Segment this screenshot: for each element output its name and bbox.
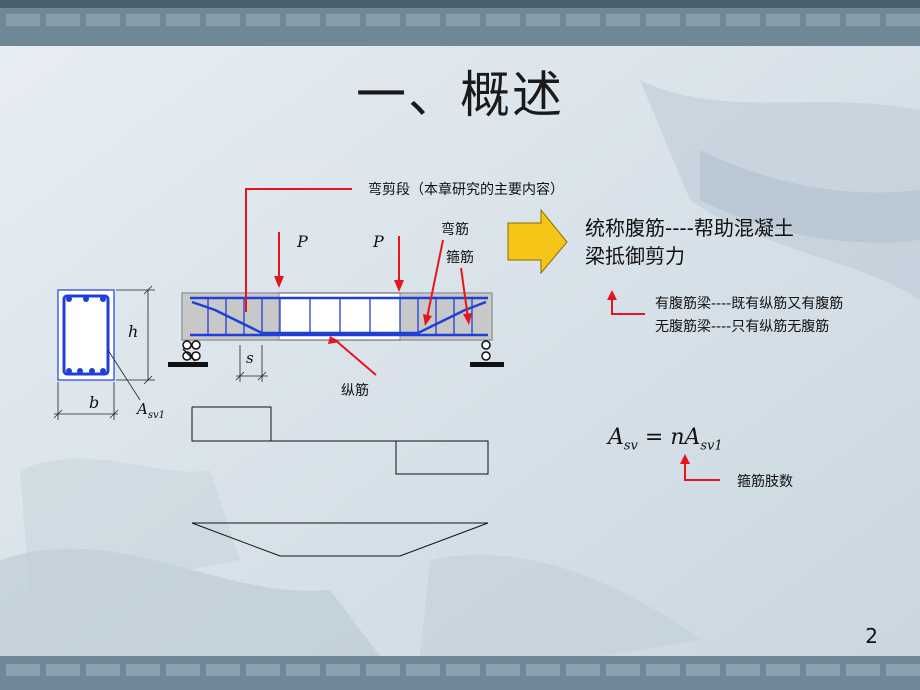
cross-section xyxy=(53,285,155,420)
annotation-arrowheads xyxy=(274,276,690,464)
shear-segment-label: 弯剪段（本章研究的主要内容） xyxy=(368,182,564,198)
formula-lhs-sub: sv xyxy=(623,438,638,454)
formula-note: 箍筋肢数 xyxy=(737,474,793,490)
page-number: 2 xyxy=(865,624,878,648)
slide-title: 一、概述 xyxy=(356,66,564,124)
asv1-subscript: sv1 xyxy=(147,410,165,421)
moment-diagram xyxy=(191,522,489,557)
formula-lhs: A xyxy=(608,425,624,450)
asv1-symbol: A xyxy=(137,400,148,418)
annotation-lines xyxy=(245,188,720,481)
formula-rhs-sub: sv1 xyxy=(700,438,723,454)
longitudinal-bar-label: 纵筋 xyxy=(341,383,369,399)
formula-eq: = nA xyxy=(637,425,701,450)
spacing-label: s xyxy=(246,349,254,367)
web-reinforcement-note: 统称腹筋----帮助混凝土 梁抵御剪力 xyxy=(585,214,794,270)
asv1-label: Asv1 xyxy=(137,400,165,421)
note-line-1: 统称腹筋----帮助混凝土 xyxy=(585,216,794,240)
load-p-left: P xyxy=(297,232,308,251)
stirrup-area-formula: Asv = nAsv1 xyxy=(608,425,723,453)
load-p-right: P xyxy=(373,232,384,251)
without-web-note: 无腹筋梁----只有纵筋无腹筋 xyxy=(655,319,830,335)
note-line-2: 梁抵御剪力 xyxy=(585,244,685,268)
bent-bar-label: 弯筋 xyxy=(441,222,469,238)
stirrup-label: 箍筋 xyxy=(446,250,474,266)
with-web-note: 有腹筋梁----既有纵筋又有腹筋 xyxy=(655,296,844,312)
shear-diagram xyxy=(191,406,489,475)
yellow-arrow-icon xyxy=(507,208,568,275)
width-label: b xyxy=(89,393,100,412)
height-label: h xyxy=(128,322,139,341)
beam-elevation xyxy=(168,292,504,382)
